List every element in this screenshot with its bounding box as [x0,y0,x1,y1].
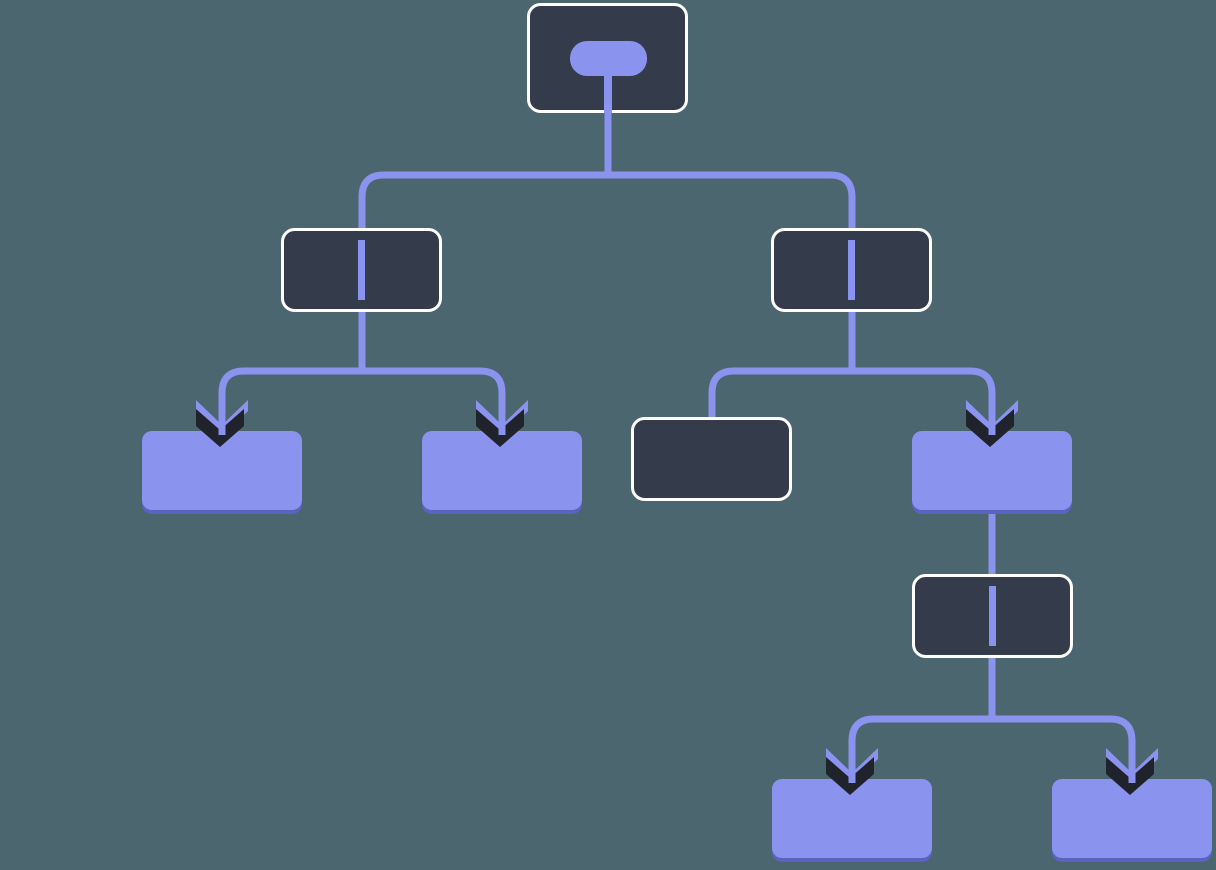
pill-stem [604,76,612,113]
arrowhead-core [476,409,524,447]
edge-segment [848,715,992,779]
edge-segment [852,367,996,431]
arrowhead-icon [476,397,528,447]
node-inner-connector-line [358,240,365,300]
arrow-layer [196,397,1158,795]
level1-left-node[interactable] [281,228,442,312]
edge-segment [992,715,1136,779]
arrowhead-icon [966,397,1018,447]
level2-leaf-a[interactable] [142,431,302,514]
node-body [142,431,302,510]
node-body [772,779,932,858]
node-body [912,431,1072,510]
node-layer [142,3,1212,862]
level1-right-node[interactable] [771,228,932,312]
arrowhead-icon [1106,745,1158,795]
edge-segment [362,367,506,431]
node-body [1052,779,1212,858]
edge-segment [358,171,608,228]
node-inner-connector-line [848,240,855,300]
root-node[interactable] [527,3,688,114]
arrowhead-core [1106,757,1154,795]
arrowhead-icon [196,397,248,447]
edge-root-to-level1 [358,113,856,228]
level2-dark-node[interactable] [631,417,792,501]
arrow-stem [988,397,996,435]
arrowhead-core [826,757,874,795]
arrow-stem [218,397,226,435]
node-body [631,417,792,501]
level4-leaf-a[interactable] [772,779,932,862]
node-body [422,431,582,510]
edge-level3-to-leaves [848,658,1136,779]
level3-dark-node[interactable] [912,574,1073,658]
arrow-stem [498,397,506,435]
arrow-stem [1128,745,1136,783]
level4-leaf-b[interactable] [1052,779,1212,862]
arrowhead-icon [826,745,878,795]
arrowhead-core [196,409,244,447]
edge-segment [708,367,852,431]
edge-segment [218,367,362,431]
level2-leaf-d[interactable] [912,431,1072,514]
arrowhead-core [966,409,1014,447]
arrow-stem [848,745,856,783]
node-inner-connector-line [989,586,996,646]
edge-segment [608,171,856,228]
root-pill-badge[interactable] [570,41,647,76]
level2-leaf-b[interactable] [422,431,582,514]
